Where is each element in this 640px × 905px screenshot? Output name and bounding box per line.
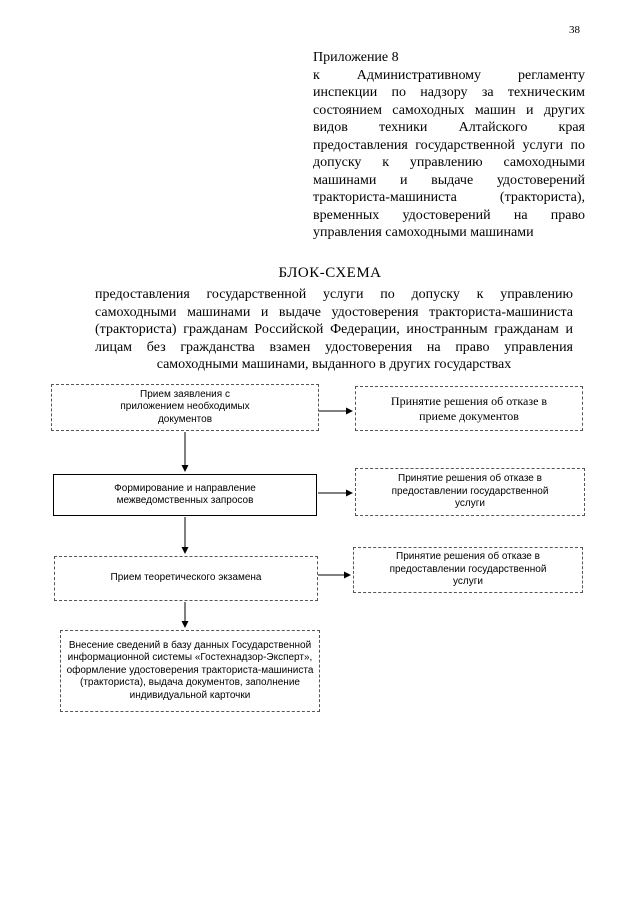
step-interagency-requests-label: Формирование и направление межведомствен… — [114, 482, 256, 507]
decision-refuse-service-2-label: Принятие решения об отказе в предоставле… — [389, 551, 547, 588]
decision-refuse-service-2: Принятие решения об отказе в предоставле… — [353, 547, 583, 593]
scheme-title: БЛОК-СХЕМА — [278, 265, 382, 281]
decision-refuse-service-1: Принятие решения об отказе в предоставле… — [355, 468, 585, 516]
step-interagency-requests: Формирование и направление межведомствен… — [53, 474, 317, 516]
scheme-subtitle: предоставления государственной услуги по… — [95, 287, 573, 372]
appendix-header: Приложение 8 к Административному регламе… — [313, 49, 585, 242]
step-theory-exam-label: Прием теоретического экзамена — [110, 572, 262, 584]
page-number: 38 — [569, 24, 580, 36]
step-register-and-issue: Внесение сведений в базу данных Государс… — [60, 630, 320, 712]
step-theory-exam: Прием теоретического экзамена — [54, 556, 318, 601]
step-receive-application: Прием заявления с приложением необходимы… — [51, 384, 319, 431]
decision-refuse-service-1-label: Принятие решения об отказе в предоставле… — [391, 473, 549, 510]
appendix-title: Приложение 8 — [313, 50, 399, 65]
step-register-and-issue-label: Внесение сведений в базу данных Государс… — [66, 639, 314, 701]
appendix-body: к Административному регламенту инспекции… — [313, 67, 585, 241]
decision-refuse-documents: Принятие решения об отказе в приеме доку… — [355, 386, 583, 431]
step-receive-application-label: Прием заявления с приложением необходимы… — [120, 388, 250, 425]
decision-refuse-documents-label: Принятие решения об отказе в приеме доку… — [390, 393, 548, 423]
